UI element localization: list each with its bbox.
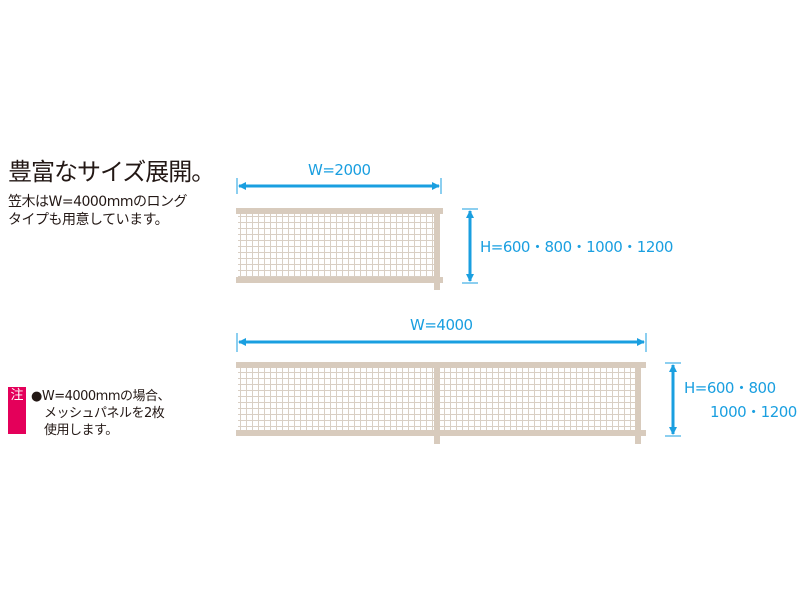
- subtext-line: 笠木はW=4000mmのロング: [8, 194, 187, 210]
- note-text: ●W=4000mmの場合、 メッシュパネルを2枚 使用します。: [31, 388, 171, 439]
- note-badge: 注: [8, 387, 26, 434]
- heading: 豊富なサイズ展開。: [8, 158, 215, 186]
- height-label-long-2: 1000・1200: [710, 403, 797, 421]
- post: [434, 366, 440, 444]
- dimension-arrows-w2000: [236, 178, 478, 284]
- top-rail: [236, 362, 646, 368]
- top-rail: [236, 208, 443, 214]
- width-label-4000: W=4000: [410, 316, 473, 334]
- note-line: ●W=4000mmの場合、: [31, 389, 171, 404]
- bottom-rail: [236, 277, 443, 283]
- dimension-arrows-w4000: [236, 333, 681, 437]
- subtext: 笠木はW=4000mmのロング タイプも用意しています。: [8, 193, 187, 229]
- height-label-short: H=600・800・1000・1200: [480, 238, 673, 256]
- fence-w2000: [236, 208, 443, 290]
- bottom-rail: [236, 430, 646, 436]
- height-label-long-1: H=600・800: [684, 379, 776, 397]
- note-line: メッシュパネルを2枚: [44, 406, 165, 421]
- post: [434, 212, 440, 290]
- post: [635, 366, 641, 444]
- note-line: 使用します。: [44, 423, 118, 438]
- width-label-2000: W=2000: [308, 161, 371, 179]
- subtext-line: タイプも用意しています。: [8, 212, 169, 228]
- fence-w4000: [236, 362, 646, 444]
- mesh-panel: [238, 214, 435, 277]
